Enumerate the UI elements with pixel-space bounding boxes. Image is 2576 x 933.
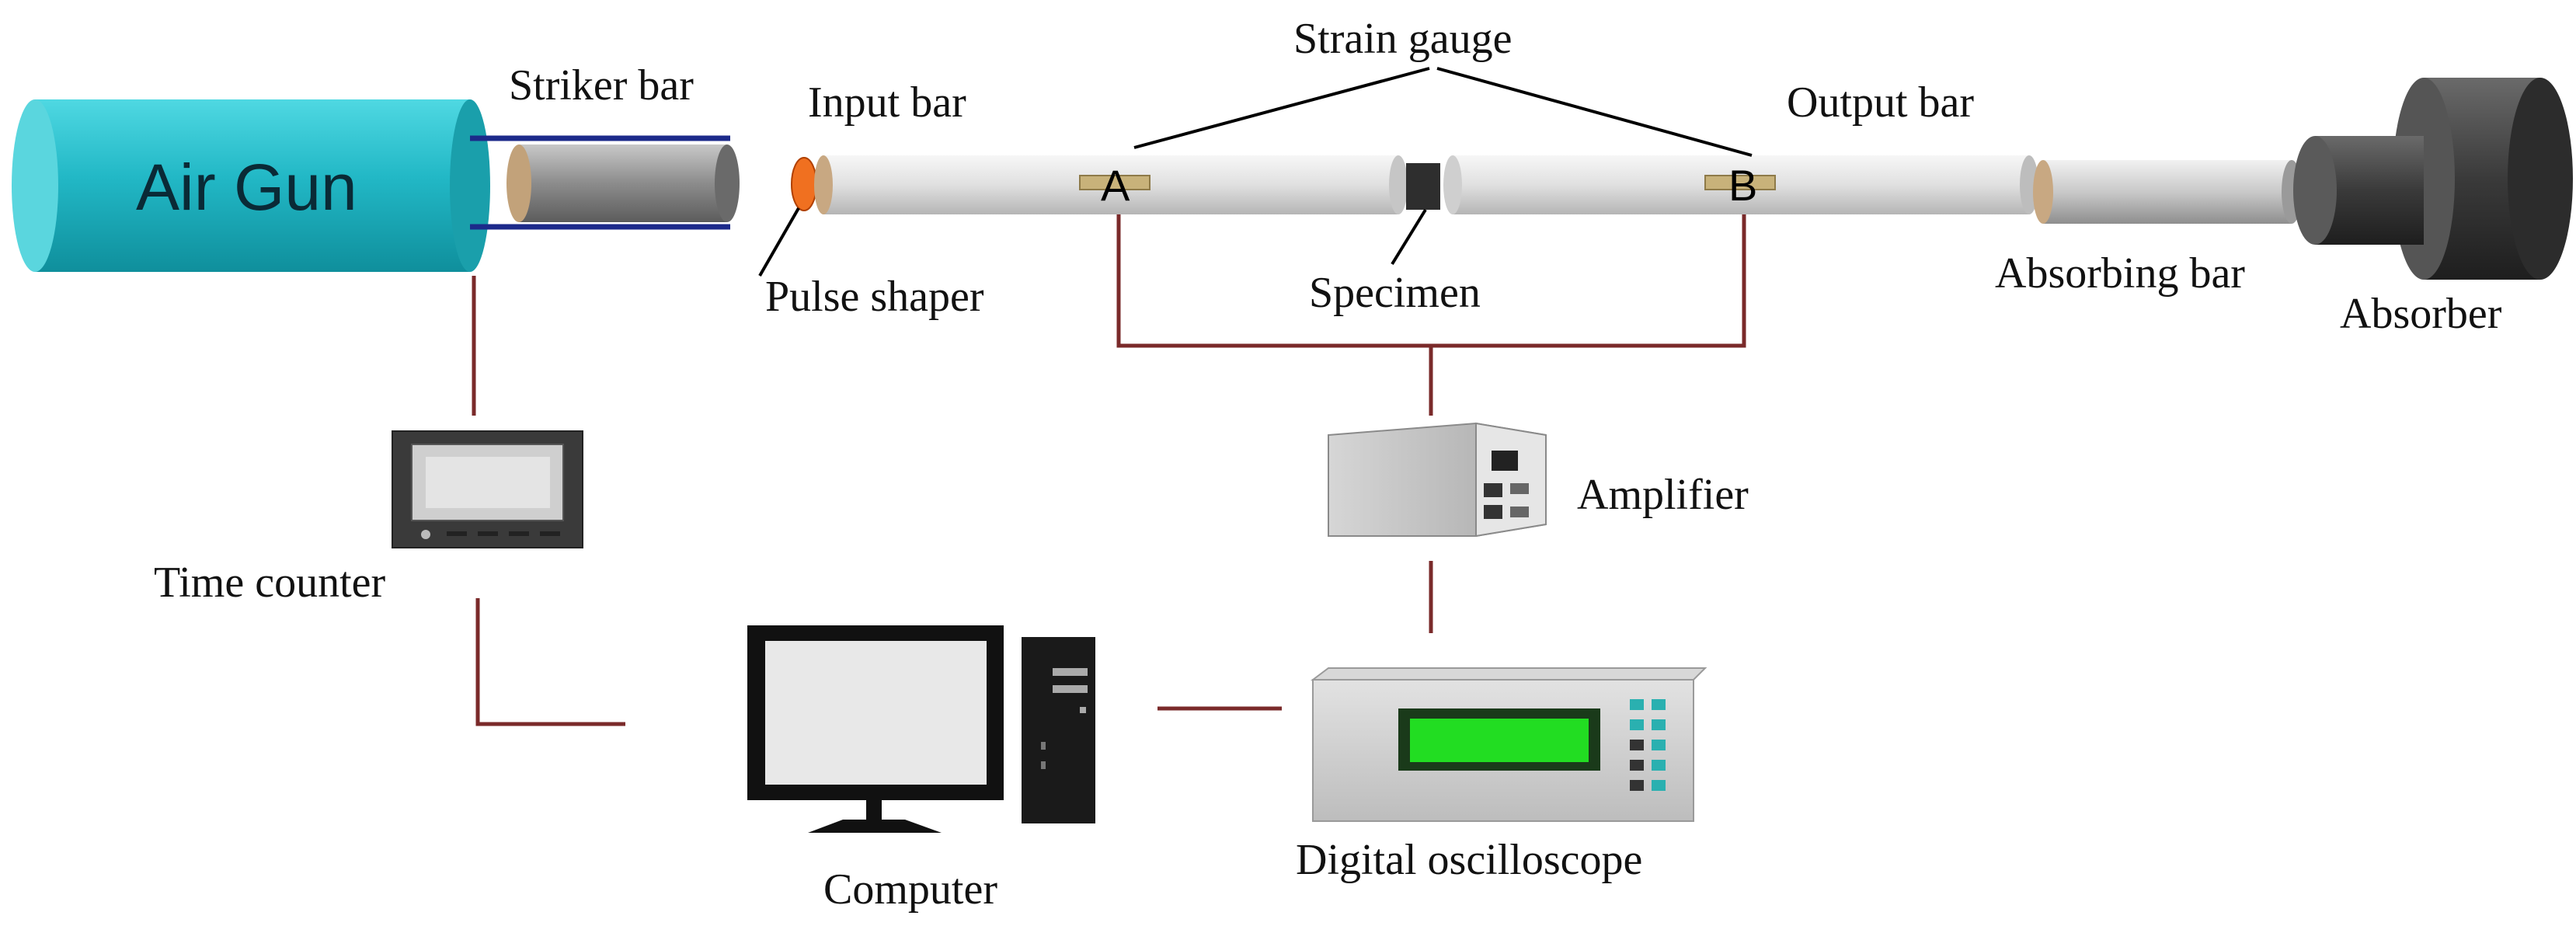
computer-label: Computer [823, 865, 997, 914]
absorber [2293, 78, 2573, 280]
pulse-shaper-label: Pulse shaper [765, 273, 984, 321]
strain-gauge-b [1704, 175, 1776, 190]
air-gun-label: Air Gun [136, 151, 357, 224]
absorbing-bar-label: Absorbing bar [1995, 249, 2245, 298]
time-counter [392, 430, 583, 548]
strain-gauge-b-label: B [1728, 161, 1757, 210]
air-gun [12, 99, 730, 272]
absorber-label: Absorber [2340, 290, 2502, 338]
striker-bar [506, 144, 740, 222]
digital-oscilloscope-label: Digital oscilloscope [1296, 836, 1642, 884]
specimen [1406, 163, 1440, 210]
time-counter-label: Time counter [154, 559, 385, 607]
oscilloscope-screen [1410, 719, 1589, 762]
strain-gauge-leader-a [1133, 67, 1430, 149]
amplifier [1328, 422, 1547, 538]
strain-gauge-a-label: A [1101, 161, 1130, 210]
output-bar-label: Output bar [1787, 78, 1974, 127]
input-bar-label: Input bar [808, 78, 966, 127]
output-bar [1443, 155, 2038, 214]
absorbing-bar [2033, 160, 2302, 224]
digital-oscilloscope [1311, 667, 1707, 822]
amplifier-label: Amplifier [1577, 471, 1749, 519]
specimen-label: Specimen [1309, 269, 1481, 317]
strain-gauge-a [1079, 175, 1150, 190]
time-counter-to-computer-wire [475, 598, 625, 726]
pulse-shaper-leader [758, 207, 800, 277]
specimen-leader [1391, 208, 1427, 266]
strain-gauge-leader-b [1436, 67, 1753, 157]
strain-gauge-label: Strain gauge [1293, 15, 1512, 63]
computer [747, 625, 1095, 833]
striker-bar-label: Striker bar [509, 61, 694, 110]
pulse-shaper [791, 157, 817, 211]
